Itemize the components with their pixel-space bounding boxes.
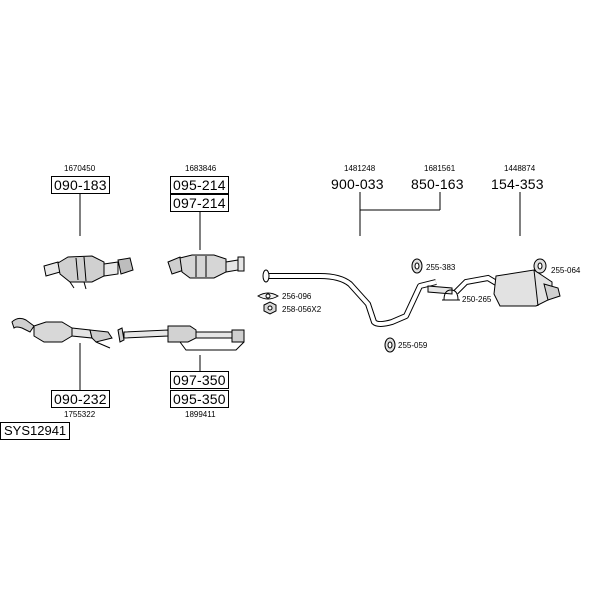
part-number[interactable]: 090-183: [51, 176, 110, 194]
reference-number: 1681561: [424, 164, 456, 173]
rubber-mount-icon: [384, 337, 396, 353]
gasket-icon: [257, 292, 279, 300]
part-number[interactable]: 090-232: [51, 390, 110, 408]
silencer-icon: [453, 269, 561, 307]
part-number[interactable]: 097-214: [170, 194, 229, 212]
reference-number: 1755322: [64, 410, 96, 419]
reference-number: 1899411: [185, 410, 216, 419]
part-number[interactable]: 095-214: [170, 176, 229, 194]
reference-number: 1448874: [504, 164, 536, 173]
catalytic-converter-icon: [11, 317, 113, 349]
accessory-label-gasket[interactable]: 256-096: [282, 292, 312, 301]
part-number[interactable]: 850-163: [411, 176, 464, 192]
accessory-label-mount[interactable]: 255-064: [551, 266, 581, 275]
part-number[interactable]: 154-353: [491, 176, 544, 192]
accessory-label-mount[interactable]: 255-059: [398, 341, 428, 350]
rubber-mount-icon: [533, 258, 547, 274]
accessory-label-nut[interactable]: 258-056X2: [282, 305, 322, 314]
clamp-icon: [442, 289, 460, 301]
part-number[interactable]: 095-350: [170, 390, 229, 408]
nut-icon: [263, 301, 277, 315]
rubber-mount-icon: [411, 258, 423, 274]
system-code-label: SYS12941: [0, 422, 71, 440]
exhaust-pipe-icon: [262, 269, 437, 327]
exhaust-pipe-icon: [117, 325, 245, 351]
reference-number: 1670450: [64, 164, 96, 173]
reference-number: 1481248: [344, 164, 376, 173]
accessory-label-mount[interactable]: 255-383: [426, 263, 456, 272]
part-number[interactable]: 900-033: [331, 176, 384, 192]
part-number[interactable]: 097-350: [170, 371, 229, 389]
catalytic-converter-icon: [167, 254, 245, 279]
accessory-label-clamp[interactable]: 250-265: [462, 295, 492, 304]
reference-number: 1683846: [185, 164, 217, 173]
catalytic-converter-icon: [43, 255, 134, 290]
